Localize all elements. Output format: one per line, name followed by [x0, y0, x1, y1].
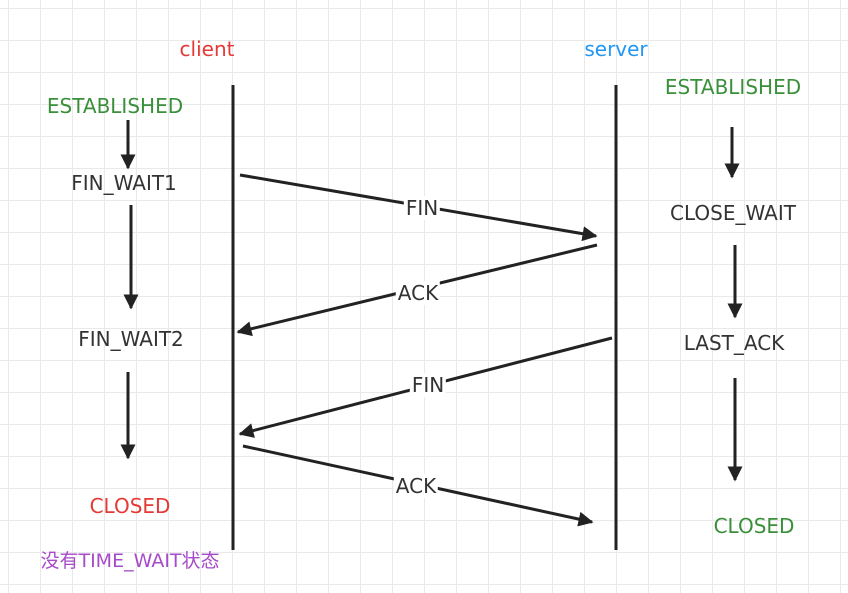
server-state-last-ack: LAST_ACK	[683, 331, 785, 355]
message-label-4: ACK	[393, 474, 439, 498]
client-state-fin-wait1: FIN_WAIT1	[71, 171, 177, 195]
server-state-closed: CLOSED	[713, 514, 795, 538]
message-label-3: FIN	[409, 373, 447, 397]
client-state-closed: CLOSED	[89, 494, 171, 518]
server-state-close-wait: CLOSE_WAIT	[670, 201, 796, 225]
message-label-2: ACK	[395, 281, 441, 305]
client-title: client	[179, 37, 235, 61]
no-time-wait-note: 没有TIME_WAIT状态	[40, 550, 220, 572]
message-label-1: FIN	[403, 196, 441, 220]
server-title: server	[584, 37, 648, 61]
client-state-fin-wait2: FIN_WAIT2	[78, 327, 184, 351]
server-state-established: ESTABLISHED	[664, 75, 802, 99]
client-state-established: ESTABLISHED	[46, 94, 184, 118]
